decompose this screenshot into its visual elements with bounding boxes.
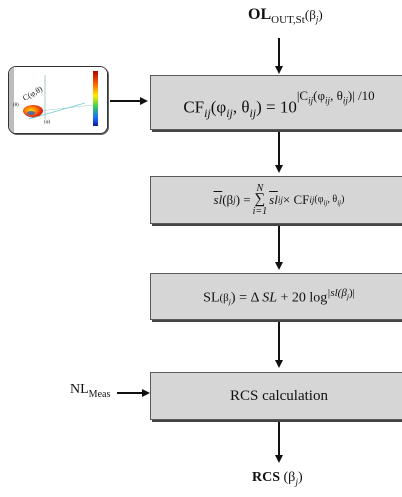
rcs-calculation-box: RCS calculation: [150, 372, 402, 420]
sound-level-box: SL(βj) = Δ SL + 20 log|sl(βj)|: [150, 273, 402, 320]
rcs-calculation-label: RCS calculation: [230, 387, 328, 404]
output-rcs-label: RCS (βj): [252, 470, 303, 488]
correction-factor-plot-image: -: [9, 67, 107, 133]
svg-text:-: -: [99, 71, 100, 75]
thumb-theta-label: (θ): [13, 103, 19, 108]
correction-factor-thumbnail: - C(φ,θ) (θ) (φ): [8, 66, 108, 134]
correction-factor-box: CFij(φij, θij) = 10|Cij(φij, θij)| /10: [150, 75, 402, 130]
input-label-ol: OLOUT,St(βj): [248, 6, 323, 27]
nl-meas-label: NLMeas: [70, 382, 111, 400]
correction-factor-equation: CFij(φij, θij) = 10|Cij(φij, θij)| /10: [183, 87, 375, 121]
thumb-phi-label: (φ): [44, 120, 51, 125]
sound-level-equation: SL(βj) = Δ SL + 20 log|sl(βj)|: [203, 286, 355, 307]
